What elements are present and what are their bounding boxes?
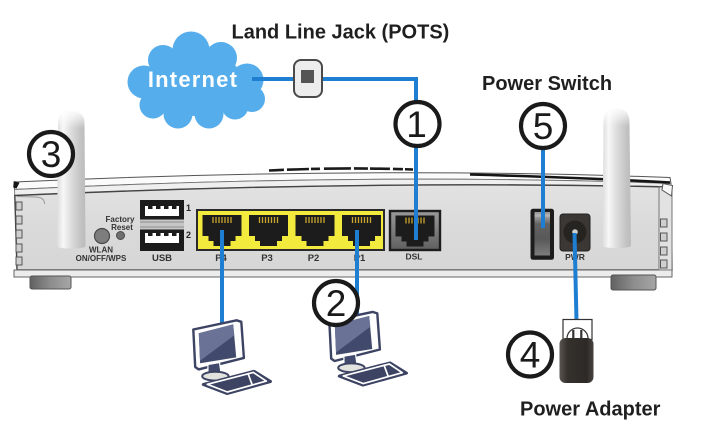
svg-text:Internet: Internet [148,67,238,92]
svg-text:Factory: Factory [106,215,135,224]
svg-text:1: 1 [186,203,191,213]
svg-text:3: 3 [41,134,62,175]
svg-text:1: 1 [406,104,427,145]
svg-text:Power Switch: Power Switch [482,73,612,95]
svg-text:Power Adapter: Power Adapter [520,399,661,421]
svg-text:2: 2 [326,283,347,324]
svg-text:5: 5 [533,106,554,147]
svg-text:DSL: DSL [406,252,423,262]
svg-text:P3: P3 [261,253,273,264]
svg-text:P2: P2 [308,253,320,264]
svg-text:P1: P1 [354,253,366,264]
svg-text:Land Line Jack (POTS): Land Line Jack (POTS) [232,22,450,44]
svg-text:WLAN: WLAN [89,246,113,255]
svg-text:USB: USB [152,253,172,264]
svg-text:4: 4 [520,335,541,376]
svg-text:Reset: Reset [111,223,133,232]
svg-text:ON/OFF/WPS: ON/OFF/WPS [76,254,127,263]
svg-text:2: 2 [186,230,191,240]
